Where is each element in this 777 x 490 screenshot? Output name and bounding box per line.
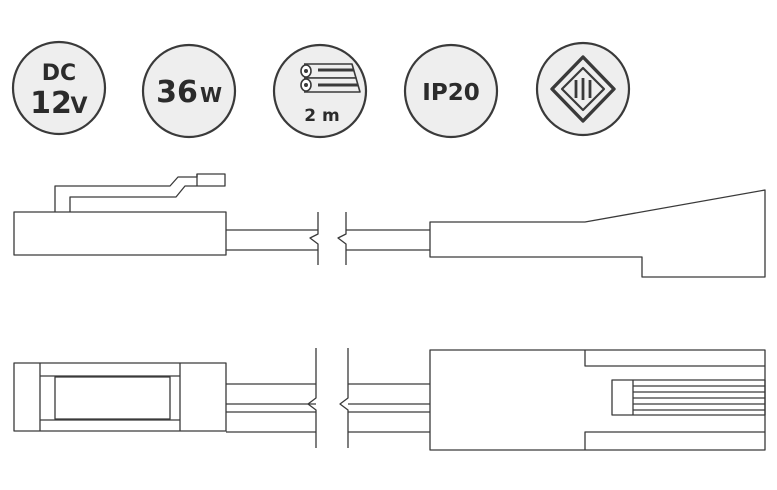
protection-class-badge — [535, 41, 631, 137]
cable-length-label: 2 m — [304, 106, 339, 126]
protection-class-iii-icon — [550, 55, 616, 123]
contact-pins — [611, 379, 766, 416]
voltage-unit: V — [70, 94, 87, 119]
break-mark-left-2 — [307, 348, 317, 448]
connector-top-view — [13, 348, 766, 451]
cable-length-badge: 2 m — [272, 43, 368, 139]
voltage-badge: DC 12 V — [11, 40, 107, 136]
voltage-dc-label: DC — [42, 61, 76, 86]
clip-latch — [54, 173, 226, 212]
power-badge: 36 W — [141, 43, 237, 139]
plug-inner-step — [584, 350, 765, 450]
clamp-window — [54, 376, 171, 420]
connector-outer — [13, 362, 227, 432]
voltage-value: 12 — [30, 86, 72, 121]
ip-rating-badge: IP20 — [403, 43, 499, 139]
ip-rating-label: IP20 — [422, 80, 479, 106]
two-core-cable-icon — [300, 63, 361, 93]
connector-side-view — [13, 173, 766, 278]
power-unit: W — [200, 83, 222, 107]
plug-housing — [429, 349, 766, 451]
power-value: 36 — [156, 75, 198, 110]
connector-body — [13, 211, 227, 256]
break-mark-right — [337, 212, 347, 265]
break-mark-right-2 — [339, 348, 349, 448]
break-mark-left — [309, 212, 319, 265]
clamp-frame — [39, 363, 181, 431]
wedge-plug — [429, 189, 766, 278]
